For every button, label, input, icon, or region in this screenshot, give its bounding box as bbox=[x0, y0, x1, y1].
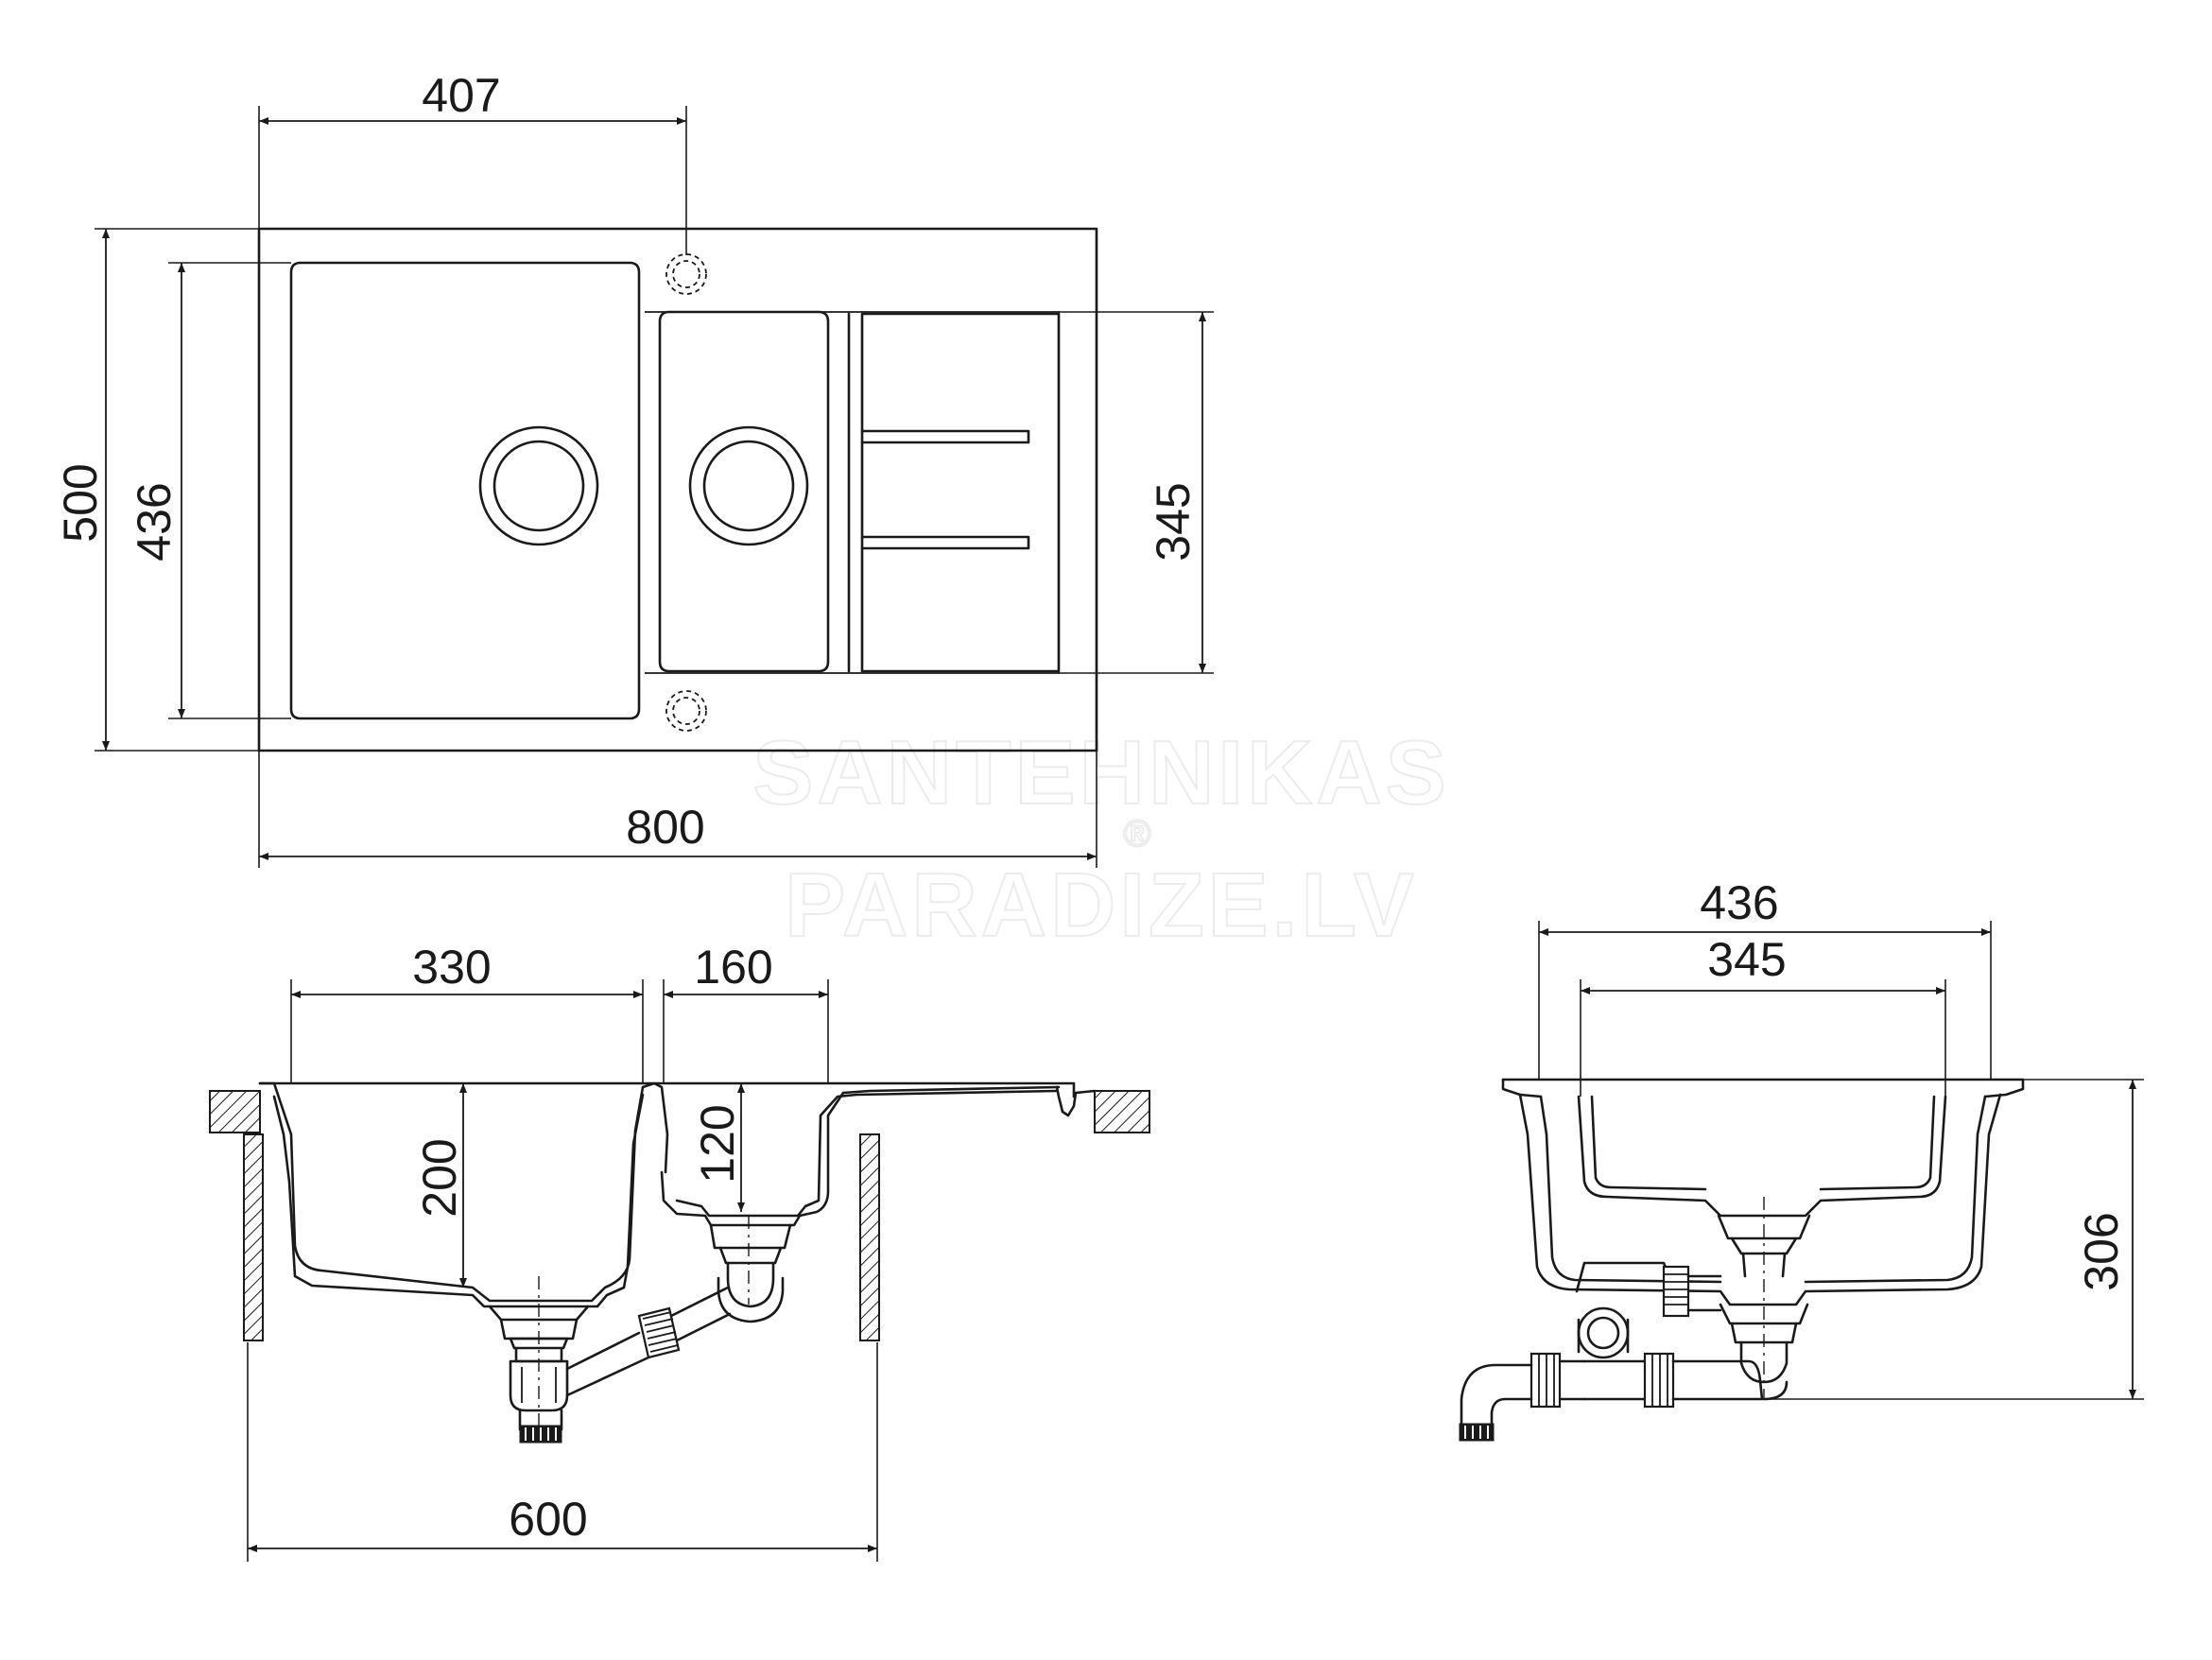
connecting-pipe-upper bbox=[665, 1286, 732, 1344]
big-bowl-section-inner bbox=[272, 1093, 645, 1308]
small-bowl-outline bbox=[658, 310, 830, 673]
small-trap bbox=[726, 1261, 775, 1308]
watermark-line2: PARADIZE.LV bbox=[785, 855, 1418, 956]
dim-label-side-345: 345 bbox=[1707, 933, 1786, 986]
big-bowl-drain-outer bbox=[478, 425, 599, 546]
countertop-left bbox=[209, 1090, 261, 1133]
sink-outline bbox=[257, 227, 1098, 752]
side-lower-strainer bbox=[1719, 1303, 1809, 1325]
side-bowl-outer bbox=[1518, 1093, 2002, 1306]
side-bowl-inner bbox=[1577, 1095, 1947, 1218]
watermark-line1: SANTEHNIKAS bbox=[752, 722, 1449, 823]
tap-hole-bottom-icon bbox=[665, 690, 707, 732]
side-outlet bbox=[1459, 1423, 1495, 1442]
countertop-right bbox=[1094, 1090, 1150, 1133]
side-bowl-outer-inner-line bbox=[1539, 1095, 1987, 1284]
watermark-registered-mark: ® bbox=[1123, 813, 1154, 855]
side-outlet-elbow bbox=[1460, 1363, 1533, 1429]
dim-label-200: 200 bbox=[413, 1138, 466, 1217]
side-trap-cap bbox=[1577, 1306, 1630, 1359]
side-coupling-left bbox=[1529, 1352, 1562, 1409]
dim-label-407: 407 bbox=[422, 69, 500, 122]
side-overflow-pipe bbox=[1575, 1261, 1671, 1293]
small-bowl-section-outer bbox=[660, 1085, 1061, 1227]
dim-label-600: 600 bbox=[509, 1493, 587, 1546]
drainer-area bbox=[860, 312, 1061, 673]
cabinet-wall-left bbox=[243, 1133, 264, 1341]
side-coupling-right bbox=[1643, 1352, 1675, 1409]
big-bowl-outline bbox=[289, 261, 641, 720]
connecting-pipe-lower bbox=[565, 1331, 650, 1397]
dim-label-160: 160 bbox=[694, 941, 772, 994]
drainer-nose bbox=[1055, 1085, 1097, 1117]
drainer-rib-1 bbox=[860, 429, 1030, 444]
sink-rim-top bbox=[258, 1081, 1076, 1098]
side-upper-strainer bbox=[1717, 1214, 1811, 1240]
watermark: SANTEHNIKAS PARADIZE.LV ® bbox=[752, 721, 1449, 957]
side-view: 436 345 306 bbox=[1459, 876, 2144, 1442]
big-bowl-section-outer bbox=[258, 1081, 669, 1303]
small-bowl-section-inner bbox=[675, 1089, 1059, 1218]
dim-label-500: 500 bbox=[54, 463, 107, 542]
dim-label-330: 330 bbox=[412, 941, 491, 994]
dim-label-436: 436 bbox=[128, 482, 181, 561]
dim-label-side-306: 306 bbox=[2075, 1212, 2128, 1290]
small-bowl-drain-outer bbox=[688, 425, 809, 546]
small-strainer-body bbox=[709, 1223, 792, 1250]
top-view: 407 500 436 345 800 bbox=[54, 69, 1214, 868]
big-strainer-body bbox=[488, 1305, 590, 1322]
front-view: 330 160 200 120 600 bbox=[209, 941, 1150, 1562]
tap-hole-top-icon bbox=[665, 253, 707, 295]
dim-label-side-436: 436 bbox=[1700, 876, 1778, 929]
dim-label-800: 800 bbox=[626, 801, 704, 854]
big-trap bbox=[509, 1359, 569, 1412]
dim-label-345: 345 bbox=[1147, 482, 1200, 561]
drainer-rib-2 bbox=[860, 535, 1030, 550]
dim-label-120: 120 bbox=[691, 1104, 744, 1183]
big-bowl-drain-inner bbox=[493, 440, 585, 532]
small-bowl-drain-inner bbox=[702, 440, 795, 532]
cabinet-wall-right bbox=[859, 1133, 880, 1341]
small-section-lip bbox=[645, 311, 1060, 674]
